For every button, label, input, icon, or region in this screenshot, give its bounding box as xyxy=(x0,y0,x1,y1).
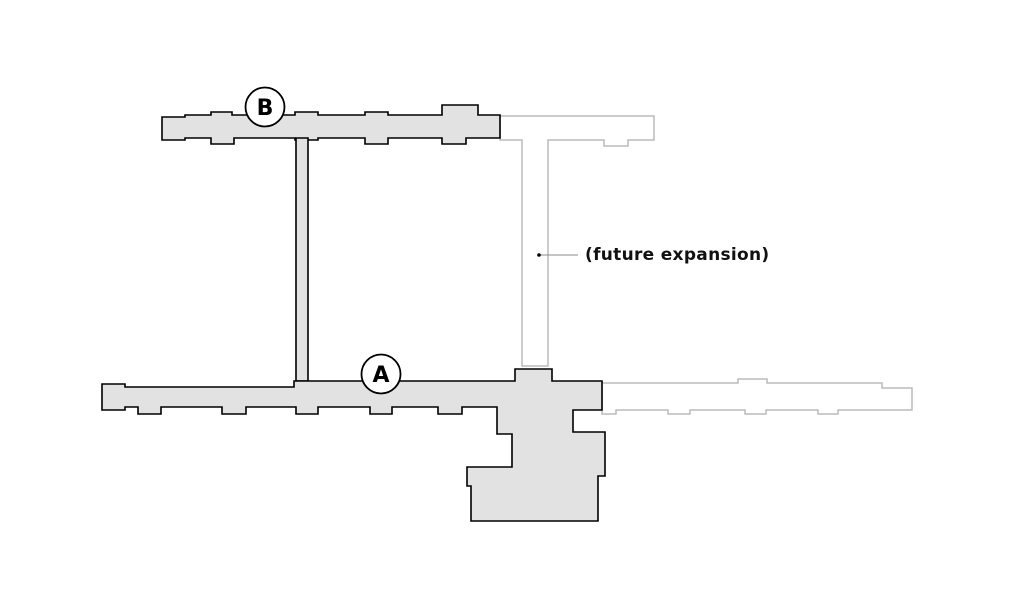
annotation-leader-dot xyxy=(537,253,541,257)
marker-b: B xyxy=(244,86,286,128)
future-lower-wing xyxy=(601,378,913,415)
marker-a-circle xyxy=(360,353,402,395)
marker-b-label: B xyxy=(257,96,274,121)
future-upper-wing xyxy=(499,115,655,367)
marker-a: A xyxy=(360,353,402,395)
connecting-spine xyxy=(295,137,309,382)
lower-corridor-a xyxy=(101,368,606,522)
upper-corridor-b xyxy=(161,104,501,145)
future-expansion-label: (future expansion) xyxy=(585,245,769,265)
marker-a-label: A xyxy=(372,363,389,388)
marker-b-circle xyxy=(244,86,286,128)
